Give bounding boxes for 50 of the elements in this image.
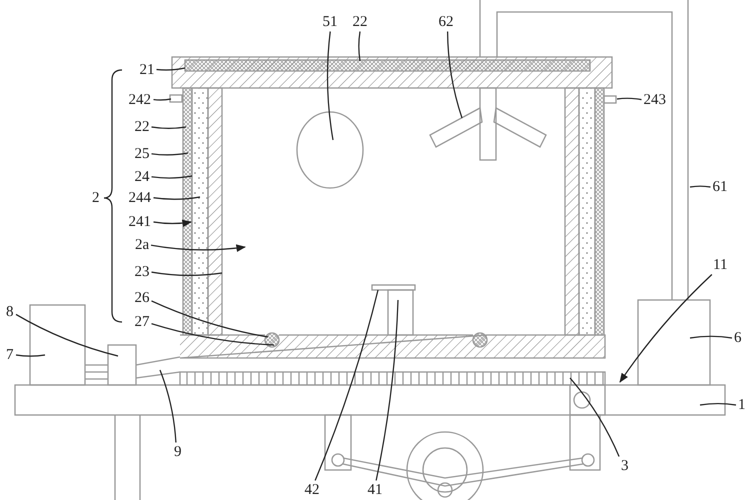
- leader-line: [151, 323, 274, 346]
- leader-line: [570, 378, 620, 457]
- callout-number: 242: [128, 92, 151, 108]
- callout-number: 1: [738, 398, 746, 412]
- callout-number: 62: [438, 14, 454, 30]
- callout-number: 11: [713, 258, 728, 272]
- callout-number: 41: [368, 482, 382, 498]
- leader-line: [151, 152, 188, 156]
- leader-line: [16, 354, 46, 357]
- callout-number: 9: [174, 444, 182, 460]
- callout-number: 23: [134, 264, 150, 280]
- callout-number: 24: [134, 170, 150, 184]
- leader-line: [16, 314, 118, 357]
- callout-number: 2a: [135, 238, 150, 252]
- callout-number: 25: [134, 146, 150, 162]
- leader-line: [326, 31, 334, 140]
- callout-number: 51: [322, 14, 338, 30]
- callout-number: 2: [92, 190, 100, 206]
- leader-line: [690, 186, 711, 188]
- leader-line: [376, 300, 399, 481]
- leader-line: [153, 98, 172, 101]
- callout-number: 22: [134, 120, 150, 134]
- leader-line: [314, 290, 379, 481]
- callout-number: 8: [6, 304, 14, 320]
- leader-line: [690, 336, 732, 339]
- callout-number: 244: [128, 190, 151, 206]
- callout-number: 22: [352, 14, 368, 30]
- leader-line: [358, 31, 361, 62]
- leader-line: [159, 370, 177, 443]
- arrow: [150, 244, 246, 252]
- leader-line: [616, 98, 642, 100]
- callout-number: 243: [644, 92, 666, 108]
- callout-number: 6: [734, 330, 742, 346]
- callout-number: 42: [304, 482, 320, 498]
- arrow: [153, 219, 192, 228]
- callout-number: 3: [621, 458, 628, 474]
- callout-number: 21: [140, 62, 154, 78]
- leader-line: [151, 272, 222, 276]
- leader-line: [156, 67, 186, 71]
- callout-number: 27: [134, 314, 150, 330]
- leader-line: [151, 300, 268, 338]
- leader-line: [446, 31, 463, 118]
- callout-number: 7: [6, 348, 14, 362]
- callout-number: 26: [134, 290, 150, 306]
- leader-line: [151, 126, 186, 129]
- leader-line: [151, 175, 192, 179]
- callout-number: 241: [128, 214, 151, 230]
- leader-line: [153, 196, 200, 200]
- arrow: [619, 274, 712, 383]
- callout-number: 61: [712, 180, 728, 194]
